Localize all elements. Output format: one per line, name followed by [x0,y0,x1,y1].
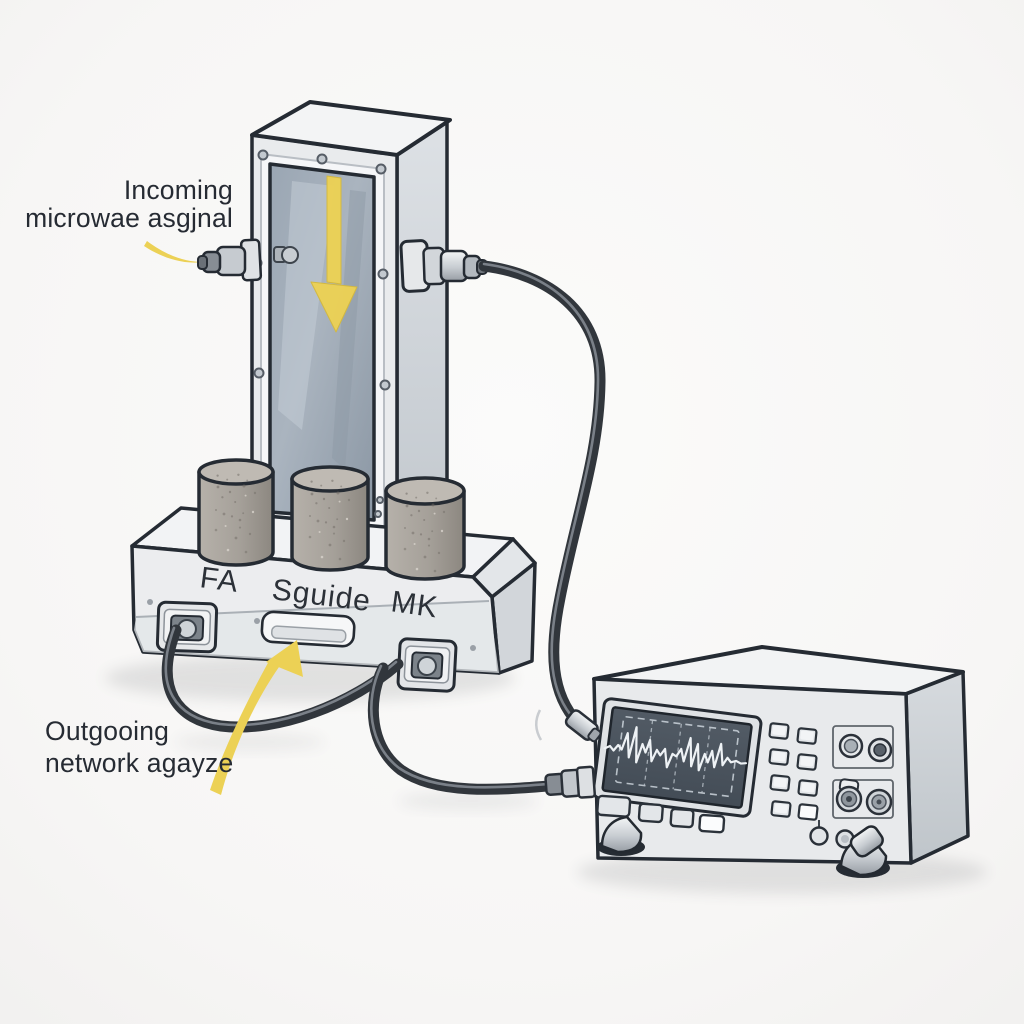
softkey-button [768,748,790,766]
front-buttons [596,794,726,834]
incoming-signal-label: Incoming microwae asgjnal [25,175,233,233]
port-label-left: FA [198,561,241,599]
panel-connector [838,733,864,759]
window-bolt [281,246,299,264]
softkey-button [796,753,818,771]
softkey-buttons [768,722,819,821]
network-analyzer [535,645,970,878]
down-arrow-icon [310,175,358,333]
softkey-button [796,727,818,745]
concrete-sample-1 [197,458,275,567]
front-button [669,807,695,829]
connector-panel [809,725,894,849]
cable-base-to-analyzer [367,662,554,795]
window-glass-streak [278,181,334,430]
tower-top-face [250,100,452,157]
screen-waveform [603,726,748,772]
concrete-samples [197,458,466,581]
concrete-sample-3 [384,476,466,581]
tower-left-port [144,238,263,282]
base-right-connector [396,637,458,693]
outgoing-label-line2: network agayze [45,748,233,778]
calibration-slot [260,610,356,648]
foot-plug [849,825,884,858]
softkey-button [797,779,819,797]
cable-tower-to-analyzer [478,260,606,729]
analyzer-screen [591,697,763,818]
front-button [698,813,726,834]
softkey-button [797,803,819,821]
softkey-button [769,774,791,792]
port-label-right: MK [389,585,440,624]
cable-base-loop [161,624,404,733]
incoming-label-line1: Incoming [124,175,233,205]
knob [809,826,829,846]
incoming-swoosh-icon [144,241,203,263]
analyzer-right-face [904,670,970,865]
outgoing-label-line1: Outgooing [45,716,169,746]
window-shade-streak [332,190,366,470]
front-button [596,794,632,818]
softkey-button [768,722,790,740]
pointer-arrow-icon [210,640,303,795]
tower-right-port [399,239,488,293]
front-button [637,802,664,824]
concrete-sample-2 [290,465,370,572]
incoming-label-line2: microwae asgjnal [25,203,233,233]
analyzer-left-port-upper [564,709,602,743]
coax-cables [161,260,606,795]
outgoing-analyzer-label: Outgooing network agayze [45,716,233,778]
knob [835,829,855,849]
panel-connector [835,785,863,813]
motion-arc [535,709,543,741]
panel-connector [867,737,893,763]
analyzer-foot-left [597,815,645,856]
analyzer-foot-right [836,825,890,878]
waveguide-tower [144,100,488,548]
softkey-button [770,800,792,818]
analyzer-left-port-lower [544,765,596,799]
panel-connector [865,788,893,816]
